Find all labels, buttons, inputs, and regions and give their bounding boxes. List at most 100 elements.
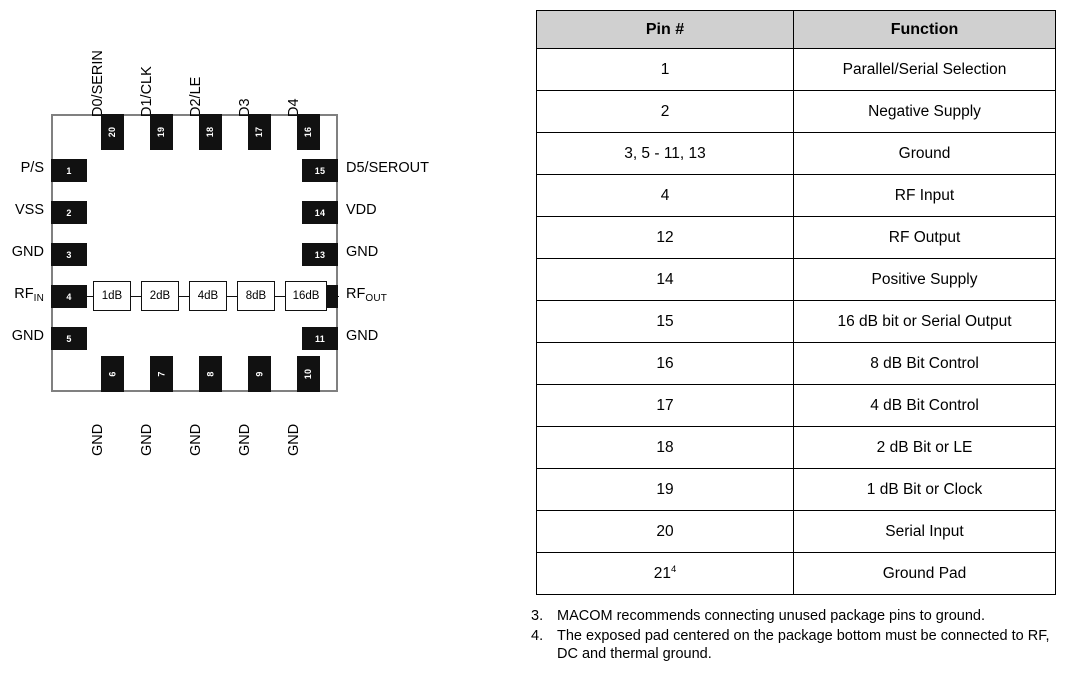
pin-pad-20: 20 — [101, 114, 124, 150]
footnotes-block: 3. MACOM recommends connecting unused pac… — [531, 607, 1051, 665]
pin-number-2: 2 — [66, 207, 72, 218]
pin-number-3: 3 — [66, 249, 72, 260]
pin-pad-9: 9 — [248, 356, 271, 392]
cell-pin-function: Ground — [793, 132, 1056, 175]
cell-pin-number: 16 — [536, 342, 794, 385]
pinout-diagram: D0/SERIN D1/CLK D2/LE D3 D4 20 19 18 17 … — [0, 0, 520, 690]
cell-pin-function: 2 dB Bit or LE — [793, 426, 1056, 469]
pin-pad-1: 1 — [51, 159, 87, 182]
cell-pin-function: Serial Input — [793, 510, 1056, 553]
wire-4db-to-8db — [227, 295, 239, 298]
wire-1db-to-2db — [131, 295, 143, 298]
pin-pad-14: 14 — [302, 201, 338, 224]
table-header-row: Pin # Function — [536, 10, 1056, 49]
pin-number-10: 10 — [303, 368, 314, 380]
cell-pin-number: 15 — [536, 300, 794, 343]
cell-pin-number: 214 — [536, 552, 794, 595]
wire-rfin-to-1db — [87, 295, 98, 298]
cell-pin-function: 1 dB Bit or Clock — [793, 468, 1056, 511]
attenuator-stage-4db: 4dB — [189, 281, 227, 311]
pin-label-rfin-text: RF — [14, 286, 34, 302]
cell-pin-number: 17 — [536, 384, 794, 427]
pin-label-rfout: RFOUT — [346, 286, 388, 304]
pin-number-18: 18 — [205, 126, 216, 138]
cell-pin-function: Ground Pad — [793, 552, 1056, 595]
pin-label-gnd-13: GND — [346, 244, 379, 260]
pin-number-6: 6 — [107, 371, 118, 377]
pin-number-15: 15 — [314, 165, 326, 176]
footnote-number: 3. — [531, 608, 544, 624]
pin-number-1: 1 — [66, 165, 72, 176]
footnote-item: 4. The exposed pad centered on the packag… — [531, 627, 1051, 664]
pin-label-d2-le: D2/LE — [188, 76, 204, 117]
pin-pad-17: 17 — [248, 114, 271, 150]
pin-number-9: 9 — [254, 371, 265, 377]
pin-label-gnd-8: GND — [188, 423, 204, 456]
pin-label-rfout-sub: OUT — [365, 293, 388, 304]
pin-pad-8: 8 — [199, 356, 222, 392]
pin-label-gnd-11: GND — [346, 328, 379, 344]
pin-number-4: 4 — [66, 291, 72, 302]
cell-pin-function: Parallel/Serial Selection — [793, 48, 1056, 91]
cell-pin-number: 3, 5 - 11, 13 — [536, 132, 794, 175]
attenuator-stage-2db: 2dB — [141, 281, 179, 311]
pin-pad-2: 2 — [51, 201, 87, 224]
attenuator-stage-1db: 1dB — [93, 281, 131, 311]
pin-number-13: 13 — [314, 249, 326, 260]
pin-number-11: 11 — [315, 333, 325, 344]
cell-pin-function: 4 dB Bit Control — [793, 384, 1056, 427]
pin-pad-15: 15 — [302, 159, 338, 182]
pin-label-d1-clk: D1/CLK — [139, 66, 155, 117]
cell-pin-function: 8 dB Bit Control — [793, 342, 1056, 385]
pin-label-vss: VSS — [14, 202, 44, 218]
pin-label-gnd-5: GND — [11, 328, 44, 344]
pin-label-gnd-7: GND — [139, 423, 155, 456]
pin-pad-5: 5 — [51, 327, 87, 350]
pin-label-ps: P/S — [20, 160, 44, 176]
pin-pad-11: 11 — [302, 327, 338, 350]
cell-pin-number: 19 — [536, 468, 794, 511]
pin-pad-18: 18 — [199, 114, 222, 150]
pin-pad-10: 10 — [297, 356, 320, 392]
cell-pin-function: Positive Supply — [793, 258, 1056, 301]
cell-pin-function: RF Output — [793, 216, 1056, 259]
pin-label-gnd-6: GND — [90, 423, 106, 456]
pin-footnote-marker: 4 — [670, 563, 677, 575]
cell-pin-number: 20 — [536, 510, 794, 553]
pin-label-gnd-9: GND — [237, 423, 253, 456]
pin-pad-4: 4 — [51, 285, 87, 308]
pin-pad-19: 19 — [150, 114, 173, 150]
pin-label-gnd-3: GND — [11, 244, 44, 260]
cell-pin-number: 12 — [536, 216, 794, 259]
cell-pin-number: 4 — [536, 174, 794, 217]
pin-pad-13: 13 — [302, 243, 338, 266]
footnote-number: 4. — [531, 627, 544, 644]
pin-label-gnd-10: GND — [286, 423, 302, 456]
package-outline — [51, 114, 338, 392]
wire-8db-to-16db — [275, 295, 287, 298]
pin-pad-16: 16 — [297, 114, 320, 150]
pin-pad-3: 3 — [51, 243, 87, 266]
pin-label-rfin: RFIN — [0, 286, 44, 304]
column-header-function: Function — [793, 10, 1056, 49]
footnote-text: MACOM recommends connecting unused packa… — [557, 608, 985, 624]
pin-number-7: 7 — [156, 371, 167, 377]
attenuator-stage-16db: 16dB — [285, 281, 327, 311]
wire-2db-to-4db — [179, 295, 191, 298]
pin-label-d0-serin: D0/SERIN — [90, 50, 106, 117]
footnote-text: The exposed pad centered on the package … — [557, 627, 1050, 663]
